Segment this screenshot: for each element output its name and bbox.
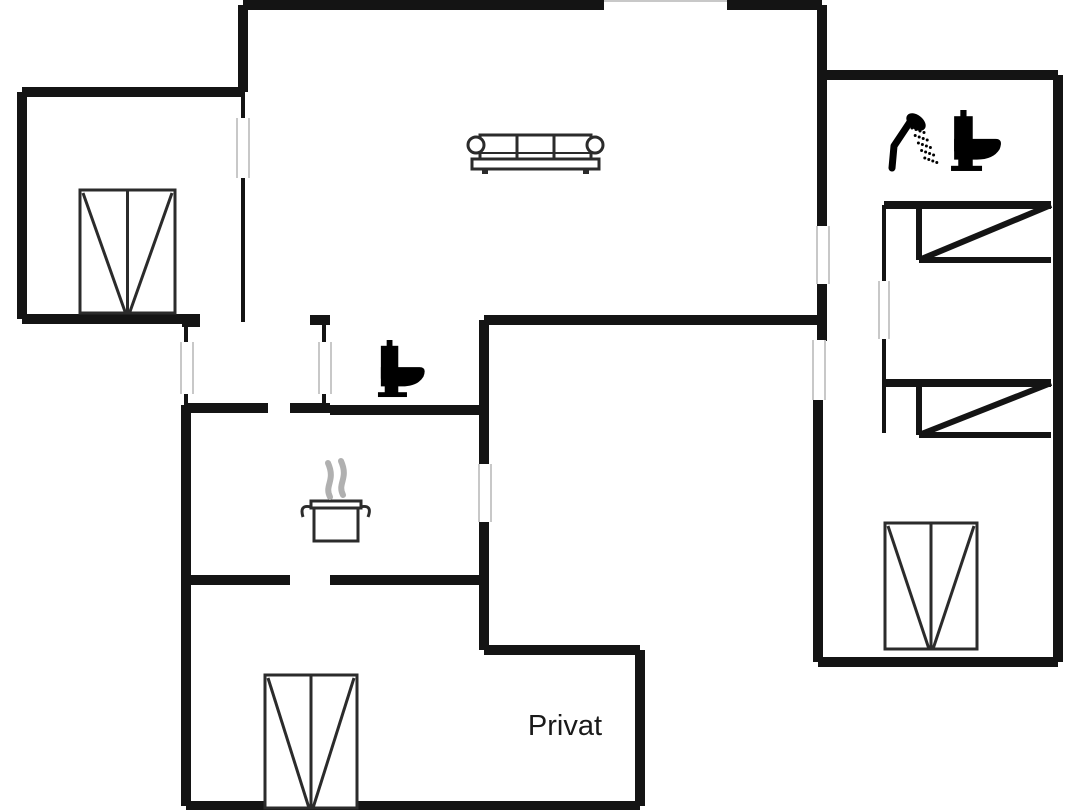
sofa-foot-right (583, 169, 589, 174)
bed-icon-lower (884, 379, 1053, 438)
door-kitchen-east (478, 464, 492, 522)
toilet-pedestal (958, 157, 973, 167)
sofa-base (470, 157, 601, 171)
door-corridor-right-upper (816, 226, 830, 284)
shower-spray-dot (921, 137, 925, 140)
pot-body (312, 506, 360, 543)
wardrobe-door-swing-right (931, 525, 976, 650)
shower-head (906, 113, 926, 131)
toilet-flush-button (960, 110, 967, 118)
shower-spray-dot (922, 131, 926, 134)
door-entry-top (604, 0, 727, 10)
door-bathroom-divider (878, 281, 890, 339)
private-room-label: Privat (528, 710, 602, 742)
bed-diagonal (917, 380, 1053, 438)
sofa-arm-right (585, 135, 605, 155)
shower-spray-dot (920, 143, 924, 146)
pot-steam-left2 (325, 460, 334, 500)
wardrobe-icon-bottom-bedroom (263, 673, 359, 810)
thick-wall-group (17, 0, 1063, 810)
shower-spray-dot (916, 141, 920, 145)
sofa-icon (466, 133, 605, 174)
shower-spray-dot (935, 161, 939, 164)
toilet-bowl (380, 367, 425, 387)
toilet-icon-wc (377, 340, 425, 398)
door-wc-gap (318, 342, 332, 394)
door-left-bedroom (236, 118, 250, 178)
door-corridor-right-upper-gap (816, 226, 830, 284)
shower-spray-dot (918, 129, 922, 133)
door-left-bedroom-gap (236, 118, 250, 178)
shower-spray-dot (917, 135, 921, 139)
shower-spray-dot (928, 152, 932, 155)
toilet-bowl (954, 138, 1001, 160)
wardrobe-icon-right-bedroom (883, 521, 979, 651)
toilet-base-plate (377, 392, 407, 398)
shower-spray-dot (910, 126, 914, 130)
wardrobe-door-swing-right (311, 677, 356, 809)
sofa-foot-left (482, 169, 488, 174)
door-corridor-left-gap (180, 342, 194, 394)
shower-spray-dot (924, 150, 928, 154)
door-bathroom-divider-gap (878, 281, 890, 339)
shower-spray-dot (925, 138, 929, 142)
toilet-pedestal (384, 384, 399, 394)
toilet-icon-bathroom (951, 110, 1001, 171)
door-corridor-left (180, 342, 194, 394)
shower-icon (888, 113, 939, 172)
shower-spray-dot (932, 153, 936, 157)
fixture-group (78, 110, 1053, 810)
door-wc (318, 342, 332, 394)
wardrobe-door-swing-right (128, 192, 174, 314)
shower-spray-dot (913, 134, 917, 137)
door-corridor-right-lower (812, 340, 826, 400)
shower-spray-dot (914, 128, 918, 131)
shower-spray-dot (927, 158, 931, 161)
shower-spray-dot (923, 156, 927, 160)
room-label-group: Privat (528, 710, 602, 742)
bed-diagonal (917, 202, 1053, 263)
shower-spray-dot (920, 149, 924, 152)
wardrobe-door-swing-left (266, 677, 311, 809)
bed-icon-upper (884, 201, 1053, 263)
sofa-back (478, 133, 593, 161)
wardrobe-door-swing-left (81, 192, 127, 314)
wardrobe-door-swing-left (886, 525, 931, 650)
door-corridor-right-lower-gap (812, 340, 826, 400)
sofa-arm-left (466, 135, 486, 155)
pot-steam-right (338, 458, 347, 498)
shower-spray-dot (924, 144, 928, 148)
wardrobe-icon-left-bedroom (78, 188, 177, 315)
shower-spray-dot (928, 146, 932, 149)
door-kitchen-east-gap (478, 464, 492, 522)
shower-spray-dot (931, 159, 935, 163)
cooking-pot-icon (300, 458, 371, 543)
door-entry-top-gap (604, 0, 727, 10)
toilet-flush-button (386, 340, 393, 347)
pot-handle-left (300, 505, 312, 518)
door-opening-group (180, 0, 890, 522)
shower-arm (888, 118, 914, 172)
toilet-base-plate (951, 165, 983, 171)
